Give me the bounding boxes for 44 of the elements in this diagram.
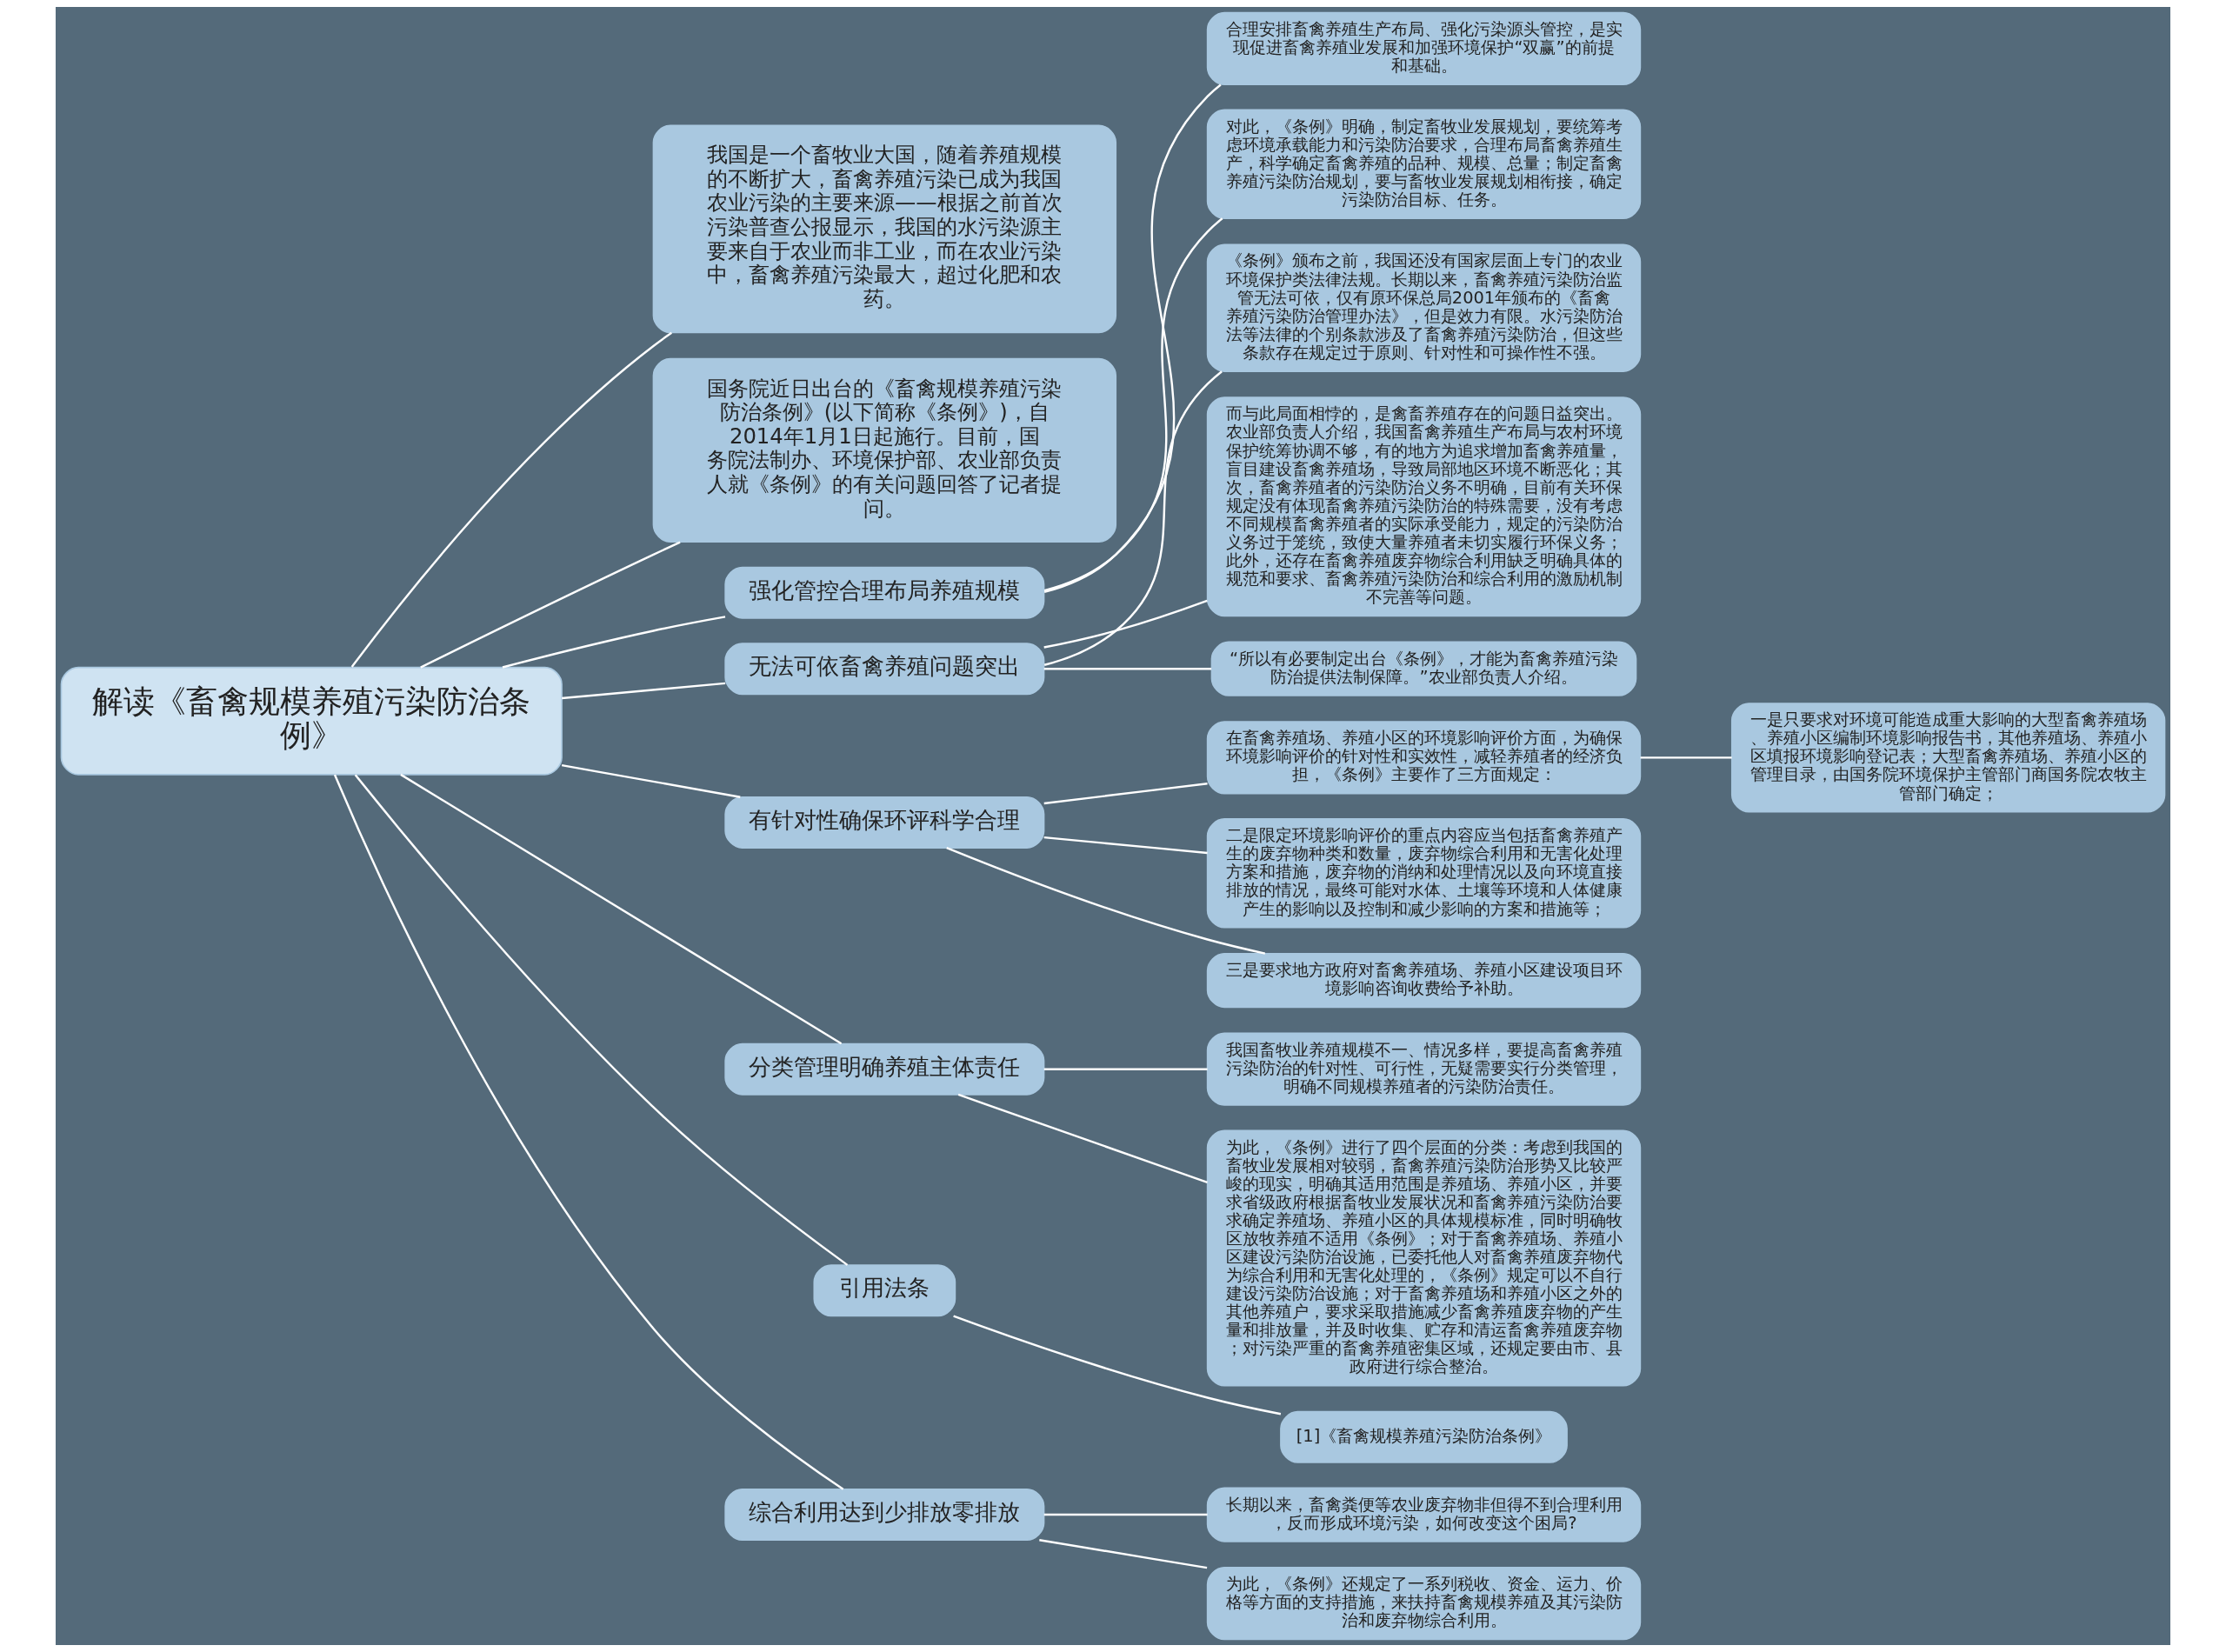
connector [1043,599,1208,649]
connector [1043,83,1222,594]
connector [562,682,726,700]
node-box: 我国畜牧业养殖规模不一、情况多样，要提高畜禽养殖污染防治的针对性、可行性，无疑需要实行分类管理，明确不同规模养殖者的污染防治责任。 [1206,1032,1642,1106]
connector [354,774,849,1266]
node-box: 而与此局面相悖的，是禽畜养殖存在的问题日益突出。农业部负责人介绍，我国畜禽养殖生产布局与农村环境保护统筹协调不够，有的地方为追求增加畜禽养殖量，盲目建设畜禽养殖场，导致局部地区环境不断恶化；其次，畜禽养殖者的污染防治义务不明确，目前有关环保规定没有体现畜禽养殖污染防治的特殊需要，没有考虑不同规模畜禽养殖者的实际承受能力，规定的污染防治义务过于笼统，致使大量养殖者未切实履行环保义务；此外，还存在畜禽养殖废弃物综合利用缺乏明确具体的规范和要求、畜禽养殖污染防治和综合利用的激励机制不完善等问题。 [1206,396,1642,617]
connector [400,773,843,1045]
node-box: “所以有必要制定出台《条例》，才能为畜禽养殖污染防治提供法制保障。”农业部负责人介绍。 [1210,641,1637,696]
connector [1043,836,1208,855]
connector [1043,783,1208,805]
node-box: [1]《畜禽规模养殖污染防治条例》 [1280,1410,1568,1463]
node-box: 二是限定环境影响评价的重点内容应当包括畜禽养殖产生的废弃物种类和数量，废弃物综合利用和无害化处理方案和措施，废弃物的消纳和处理情况以及向环境直接排放的情况，最终可能对水体、土壤等环境和人体健康产生的影响以及控制和减少影响的方案和措施等； [1206,818,1642,929]
connector [1043,1068,1208,1070]
node-box: 合理安排畜禽养殖生产布局、强化污染源头管控，是实现促进畜禽养殖业发展和加强环境保护“双赢”的前提和基础。 [1206,11,1642,85]
node-box: 解读《畜禽规模养殖污染防治条例》 [60,666,563,776]
connector [561,763,741,798]
node-box: 无法可依畜禽养殖问题突出 [724,643,1045,696]
connector [1039,1539,1208,1569]
node-box: 综合利用达到少排放零排放 [724,1489,1045,1541]
node-box: 《条例》颁布之前，我国还没有国家层面上专门的农业环境保护类法律法规。长期以来，畜禽养殖污染防治监管无法可依，仅有原环保总局2001年颁布的《畜禽养殖污染防治管理办法》，但是效力有限。水污染防治法等法律的个别条款涉及了畜禽养殖污染防治，但这些条款存在规定过于原则、针对性和可操作性不强。 [1206,243,1642,372]
connector [953,1315,1282,1416]
connector [1043,668,1212,670]
connector [1043,370,1223,666]
node-box: 分类管理明确养殖主体责任 [724,1042,1045,1096]
connector [502,616,726,669]
node-box: 引用法条 [813,1264,956,1317]
connector [957,1093,1208,1183]
connector [333,774,844,1490]
node-box: 一是只要求对环境可能造成重大影响的大型畜禽养殖场、养殖小区编制环境影响报告书，其他养殖场、养殖小区填报环境影响登记表；大型畜禽养殖场、养殖小区的管理目录，由国务院环境保护主管部门商国务院农牧主管部门确定； [1730,703,2166,813]
node-box: 在畜禽养殖场、养殖小区的环境影响评价方面，为确保环境影响评价的针对性和实效性，减轻养殖者的经济负担，《条例》主要作了三方面规定： [1206,721,1642,795]
node-box: 为此，《条例》还规定了一系列税收、资金、运力、价格等方面的支持措施，来扶持畜禽规模养殖及其污染防治和废弃物综合利用。 [1206,1567,1642,1641]
node-box: 对此，《条例》明确，制定畜牧业发展规划，要统筹考虑环境承载能力和污染防治要求，合理布局畜禽养殖生产，科学确定畜禽养殖的品种、规模、总量；制定畜禽养殖污染防治规划，要与畜牧业发展规划相衔接，确定污染防治目标、任务。 [1206,109,1642,219]
connector [1043,217,1223,592]
node-box: 国务院近日出台的《畜禽规模养殖污染防治条例》(以下简称《条例》)，自2014年1月1日起施行。目前，国务院法制办、环境保护部、农业部负责人就《条例》的有关问题回答了记者提问。 [652,357,1117,543]
node-box: 有针对性确保环评科学合理 [724,796,1045,849]
node-box: 长期以来，畜禽粪便等农业废弃物非但得不到合理利用，反而形成环境污染，如何改变这个困局? [1206,1487,1642,1542]
connector [1043,1513,1208,1516]
node-box: 我国是一个畜牧业大国，随着养殖规模的不断扩大，畜禽养殖污染已成为我国农业污染的主要来源——根据之前首次污染普查公报显示，我国的水污染源主要来自于农业而非工业，而在农业污染中，畜禽养殖污染最大，超过化肥和农药。 [652,124,1117,334]
connector [420,541,681,669]
connector [1640,756,1732,759]
node-box: 三是要求地方政府对畜禽养殖场、养殖小区建设项目环境影响咨询收费给予补助。 [1206,952,1642,1009]
connector [350,331,673,668]
node-box: 为此，《条例》进行了四个层面的分类：考虑到我国的畜牧业发展相对较弱，畜禽养殖污染防治形势又比较严峻的现实，明确其适用范围是养殖场、养殖小区，并要求省级政府根据畜牧业发展状况和畜禽养殖污染防治要求确定养殖场、养殖小区的具体规模标准，同时明确牧区放牧养殖不适用《条例》；对于畜禽养殖场、养殖小区建设污染防治设施，已委托他人对畜禽养殖废弃物代为综合利用和无害化处理的，《条例》规定可以不自行建设污染防治设施；对于畜禽养殖场和养殖小区之外的其他养殖户，要求采取措施减少畜禽养殖废弃物的产生量和排放量，并及时收集、贮存和清运畜禽养殖废弃物；对污染严重的畜禽养殖密集区域，还规定要由市、县政府进行综合整治。 [1206,1129,1642,1387]
node-box: 强化管控合理布局养殖规模 [724,566,1045,619]
